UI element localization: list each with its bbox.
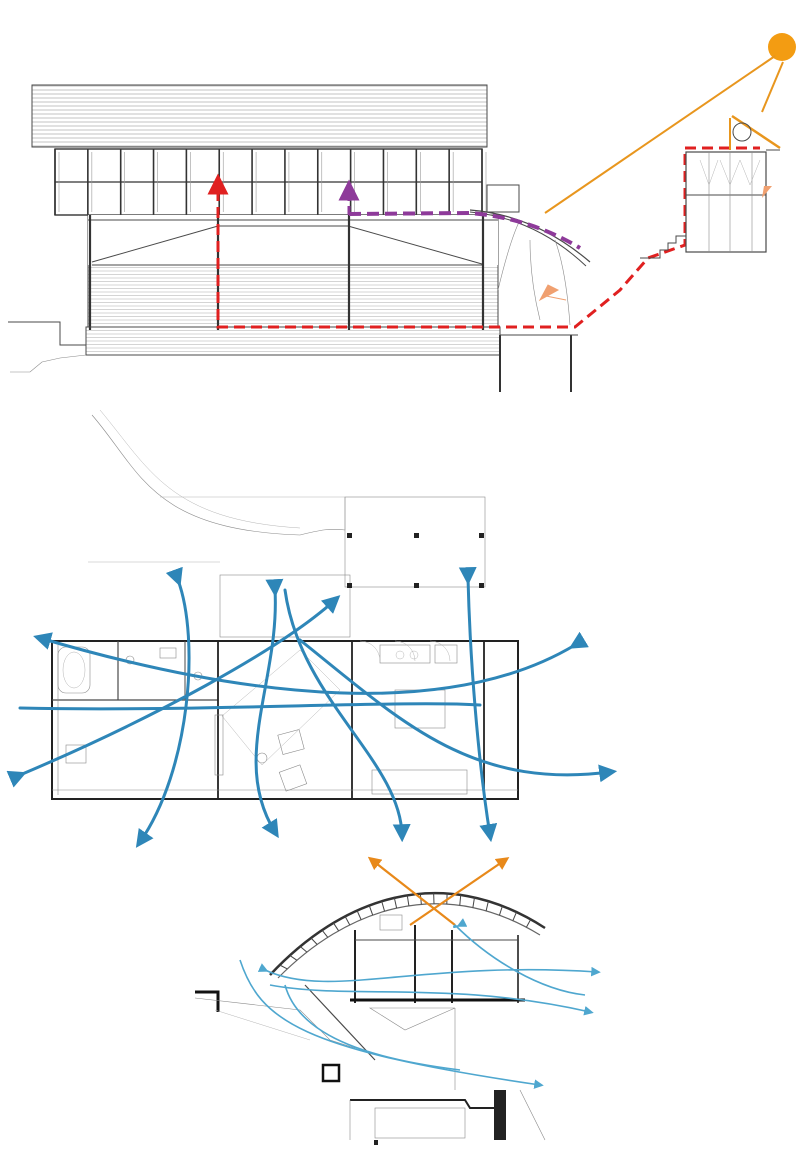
roof-rib — [289, 955, 298, 961]
roof-rib — [498, 905, 503, 916]
curved-roof — [269, 891, 546, 976]
roof-rib — [344, 916, 351, 926]
roof-rib — [472, 897, 475, 908]
section-structure — [304, 914, 525, 1090]
airflow-arrow — [6, 595, 341, 788]
terrace — [219, 496, 486, 638]
roof-rib — [525, 919, 532, 928]
cross-ventilation-arrows — [6, 566, 618, 848]
clerestory-window-grid — [54, 148, 487, 216]
floor-deck — [85, 326, 501, 356]
airflow-arrow — [283, 588, 411, 843]
airflow-arrow — [298, 638, 618, 783]
roof-rib — [279, 964, 288, 970]
sun-icon — [768, 33, 796, 61]
roof-rib — [310, 937, 318, 945]
roof-rib — [459, 894, 462, 906]
site-path-curve — [91, 414, 346, 536]
section-panel — [194, 856, 601, 1145]
roof-rib — [356, 910, 362, 920]
site-section-detail — [640, 149, 780, 259]
section-terrain — [194, 990, 546, 1145]
roof-truss — [91, 225, 483, 266]
roof — [31, 84, 488, 148]
roof-rib — [485, 901, 489, 912]
plan-furniture — [57, 640, 468, 795]
roof-rib — [333, 922, 340, 932]
ground-line — [8, 321, 86, 346]
hot-air-exhaust-arrows — [367, 856, 510, 926]
roof-rib — [381, 901, 386, 912]
airflow-arrow — [18, 702, 482, 711]
airflow-arrow — [135, 566, 191, 848]
elevation-panel — [8, 33, 796, 392]
circulation-route — [216, 146, 760, 329]
airflow-arrow — [458, 566, 498, 843]
roof-rib — [406, 895, 410, 906]
roof-rib — [368, 905, 374, 916]
plan-walls — [51, 640, 519, 800]
roof-rib — [393, 897, 398, 909]
shading-louvre — [731, 114, 781, 150]
section-airflow-arrows — [239, 918, 601, 1089]
roof-rib — [299, 946, 308, 953]
sun-and-rays — [538, 33, 796, 302]
roof-rib — [321, 929, 329, 938]
airflow-arrow — [254, 578, 284, 839]
roof-rib — [512, 911, 517, 921]
floor-plan-panel — [6, 409, 618, 848]
